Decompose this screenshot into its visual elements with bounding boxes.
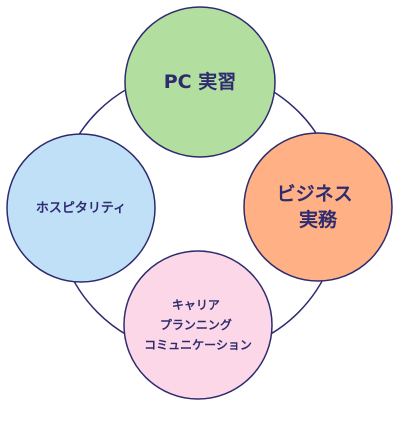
node-pc-training-label: PC 実習 [164,70,236,93]
node-pc-training-circle [124,6,276,158]
node-pc-training: PC 実習 [124,6,276,158]
node-career-communication-label: キャリア プランニング コミュニケーション [144,298,252,352]
node-business-practice: ビジネス 実務 [243,132,393,282]
node-career-communication: キャリア プランニング コミュニケーション [123,250,273,400]
node-business-practice-label: ビジネス 実務 [277,183,360,231]
node-hospitality: ホスピタリティ [6,133,156,283]
node-business-practice-circle [243,132,393,282]
node-career-communication-circle [123,250,273,400]
node-hospitality-circle [6,133,156,283]
node-hospitality-label: ホスピタリティ [36,201,126,216]
